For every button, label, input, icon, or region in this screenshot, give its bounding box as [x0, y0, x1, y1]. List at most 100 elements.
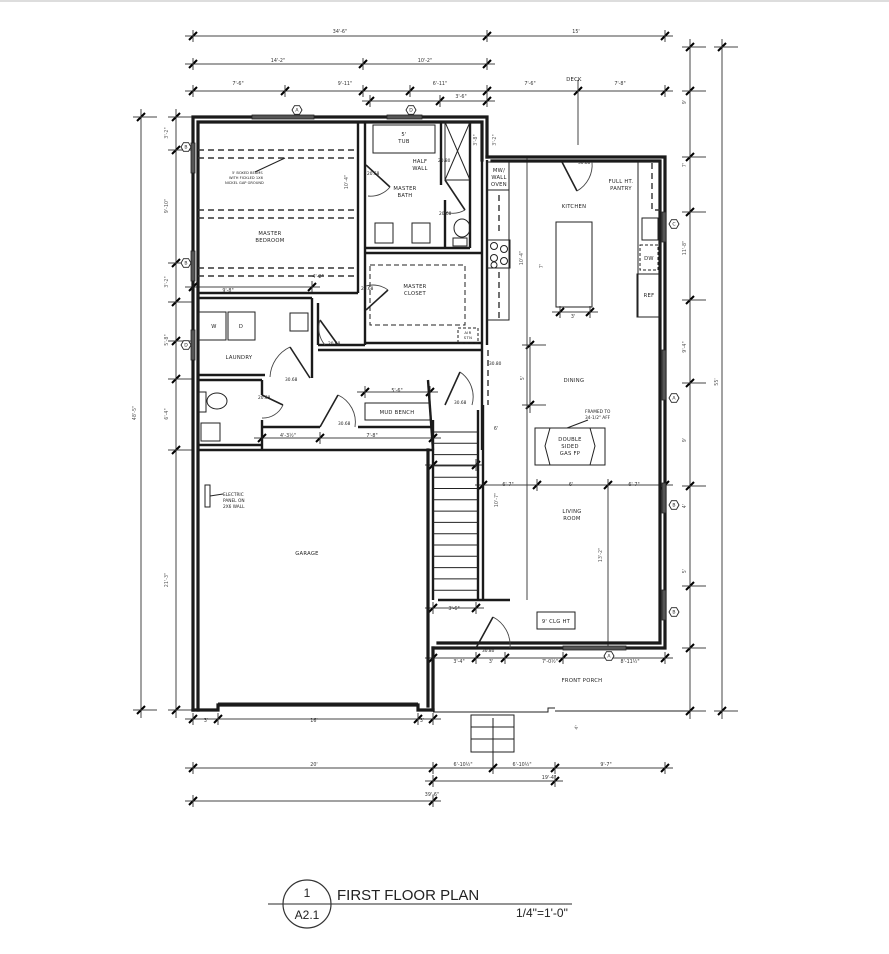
dim-label: 10'-4" [344, 175, 350, 189]
door-label: 20.68 [328, 341, 341, 347]
window-tag-label: A [295, 108, 299, 114]
dim-label: 7'-8" [614, 81, 625, 87]
room-label-dining: DINING [564, 378, 585, 384]
kitchen-island [555, 221, 593, 308]
toilet [206, 392, 228, 410]
dim-label: 9' [682, 100, 688, 104]
refrigerator [636, 273, 661, 318]
dryer-label: D [239, 324, 243, 330]
door-label: 30.68 [454, 400, 467, 406]
dw-label: DW [644, 256, 654, 262]
window-tag-a: A [291, 105, 303, 115]
toilet [453, 218, 471, 238]
dim-label: 9'-8" [222, 288, 233, 294]
dim-label: 14'-2" [271, 58, 285, 64]
window-tag-label: B [672, 610, 675, 616]
dim-label: 3'-4" [453, 659, 464, 665]
bathtub [372, 124, 436, 154]
dim-label: 3' [489, 659, 493, 665]
title-block: 1 A2.1 FIRST FLOOR PLAN 1/4"=1'-0" [268, 879, 572, 929]
mud-bench-label: MUD BENCH [380, 410, 415, 416]
dim-label: 4' [573, 725, 580, 731]
shower [444, 121, 471, 181]
dim-label: 4'-3½" [280, 432, 296, 439]
dim-label: 39'-6" [425, 792, 439, 798]
dim-label: 4' [682, 504, 688, 508]
door-label: 20.68 [361, 286, 374, 292]
dim-label: 3'-6" [455, 94, 466, 100]
room-label-deck: DECK [566, 77, 582, 83]
window-tag-label: B [184, 261, 187, 267]
doors [261, 161, 593, 649]
mud-bench [364, 402, 431, 421]
dim-label: 21'-3" [164, 573, 170, 587]
ceiling-height-label: 9' CLG HT [542, 619, 571, 625]
window-tag-d: D [180, 340, 192, 350]
dim-label: 6'-10½" [512, 761, 531, 768]
window-tag-label: D [409, 108, 413, 114]
sheet-number: A2.1 [295, 908, 320, 922]
room-label-front-porch: FRONT PORCH [562, 678, 603, 684]
kitchen-sink [641, 217, 659, 241]
washer [198, 311, 227, 341]
window-tag-label: B [672, 503, 675, 509]
dim-label: 9'-4" [682, 341, 688, 352]
boxed-beams [198, 149, 357, 277]
laundry-sink [289, 312, 309, 332]
dim-label: 5' [682, 569, 688, 573]
dim-label: 20' [310, 762, 317, 768]
window-tag-label: D [184, 343, 188, 349]
window-tag-label: A [672, 396, 676, 402]
window-tag-b: B [180, 142, 192, 152]
washer-label: W [211, 324, 216, 330]
dim-label: 5' [520, 376, 526, 380]
drawing-scale: 1/4"=1'-0" [516, 906, 568, 920]
door-labels: 20.68 20.80 20.68 20.68 20.68 30.68 20.6… [258, 158, 591, 654]
dryer [227, 311, 256, 341]
dim-label: 15' [572, 29, 579, 35]
room-label-laundry: LAUNDRY [226, 355, 253, 361]
window-tag-label: B [184, 145, 187, 151]
dim-label: 3' [204, 718, 208, 724]
door-label: 20.68 [367, 171, 380, 177]
dim-label: 8'-11½" [620, 658, 639, 665]
dim-label: 7'-0½" [542, 658, 558, 665]
dimension-labels: 34'-6" 15' 14'-2" 10'-2" 7'-6" 9'-11" 6'… [132, 29, 720, 798]
window-tag-label: C [672, 222, 675, 228]
electric-panel [204, 484, 211, 508]
window-tag-a: A [668, 393, 680, 403]
detail-bubble [282, 879, 332, 929]
dim-label: 9'-10" [164, 199, 170, 213]
window-tags: A D B B D C A B B A [180, 105, 680, 661]
dim-label: 9'-7" [600, 762, 611, 768]
drawing-title: FIRST FLOOR PLAN [337, 887, 479, 904]
dim-label: 3'-2" [164, 276, 170, 287]
dim-label: 10'-4" [519, 251, 525, 265]
door-label: 30.80 [489, 361, 502, 367]
window-tag-a: A [603, 651, 615, 661]
dim-label: 16' [310, 718, 317, 724]
porch-steps [470, 714, 515, 770]
dim-label: 55' [714, 378, 720, 385]
dim-label: 7' [539, 264, 545, 268]
dim-label: 48'-5" [132, 406, 138, 420]
room-label-garage: GARAGE [295, 551, 319, 557]
staircase [433, 431, 478, 591]
window-tag-d: D [405, 105, 417, 115]
door-label: 20.68 [258, 395, 271, 401]
dim-label: 5'-6" [391, 388, 402, 394]
door-label: 20.68 [439, 211, 452, 217]
exterior-walls [191, 115, 690, 713]
window-tag-label: A [607, 654, 611, 660]
detail-number: 1 [304, 886, 311, 900]
dim-label: 3' [571, 314, 575, 320]
